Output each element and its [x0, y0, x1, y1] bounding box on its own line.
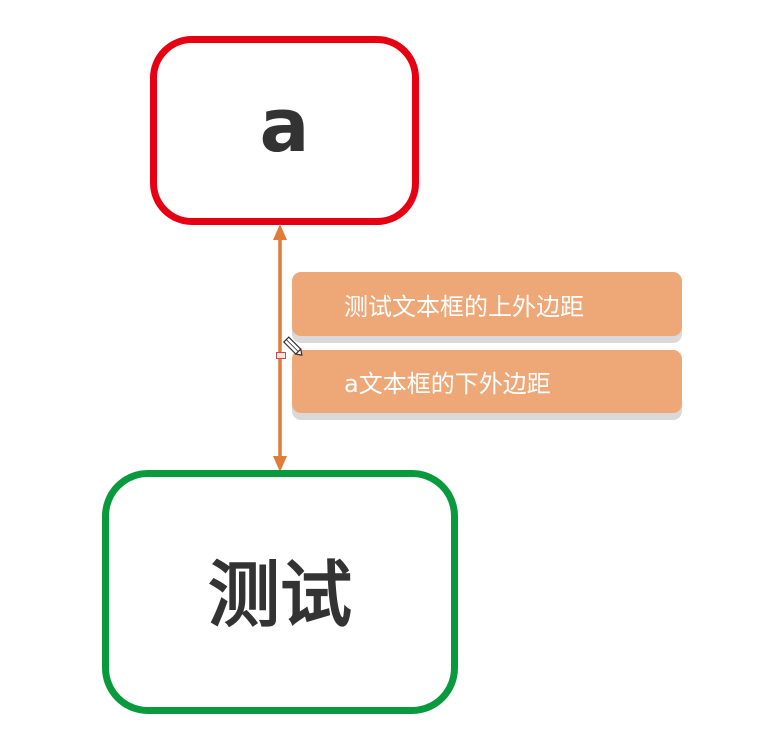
top-textbox-label: a	[259, 82, 310, 169]
label-bottom-margin-a: a文本框的下外边距	[292, 350, 682, 413]
bottom-textbox-test: 测试	[102, 470, 458, 714]
pencil-icon	[282, 336, 303, 356]
bottom-textbox-label: 测试	[207, 552, 352, 637]
label-bottom-margin-text: a文本框的下外边距	[344, 370, 551, 398]
arrow-midpoint-handle[interactable]	[276, 352, 286, 359]
top-textbox-a: a	[150, 36, 419, 225]
label-top-margin-test: 测试文本框的上外边距	[292, 272, 682, 336]
double-headed-margin-arrow	[273, 224, 287, 472]
label-top-margin-text: 测试文本框的上外边距	[344, 292, 584, 321]
